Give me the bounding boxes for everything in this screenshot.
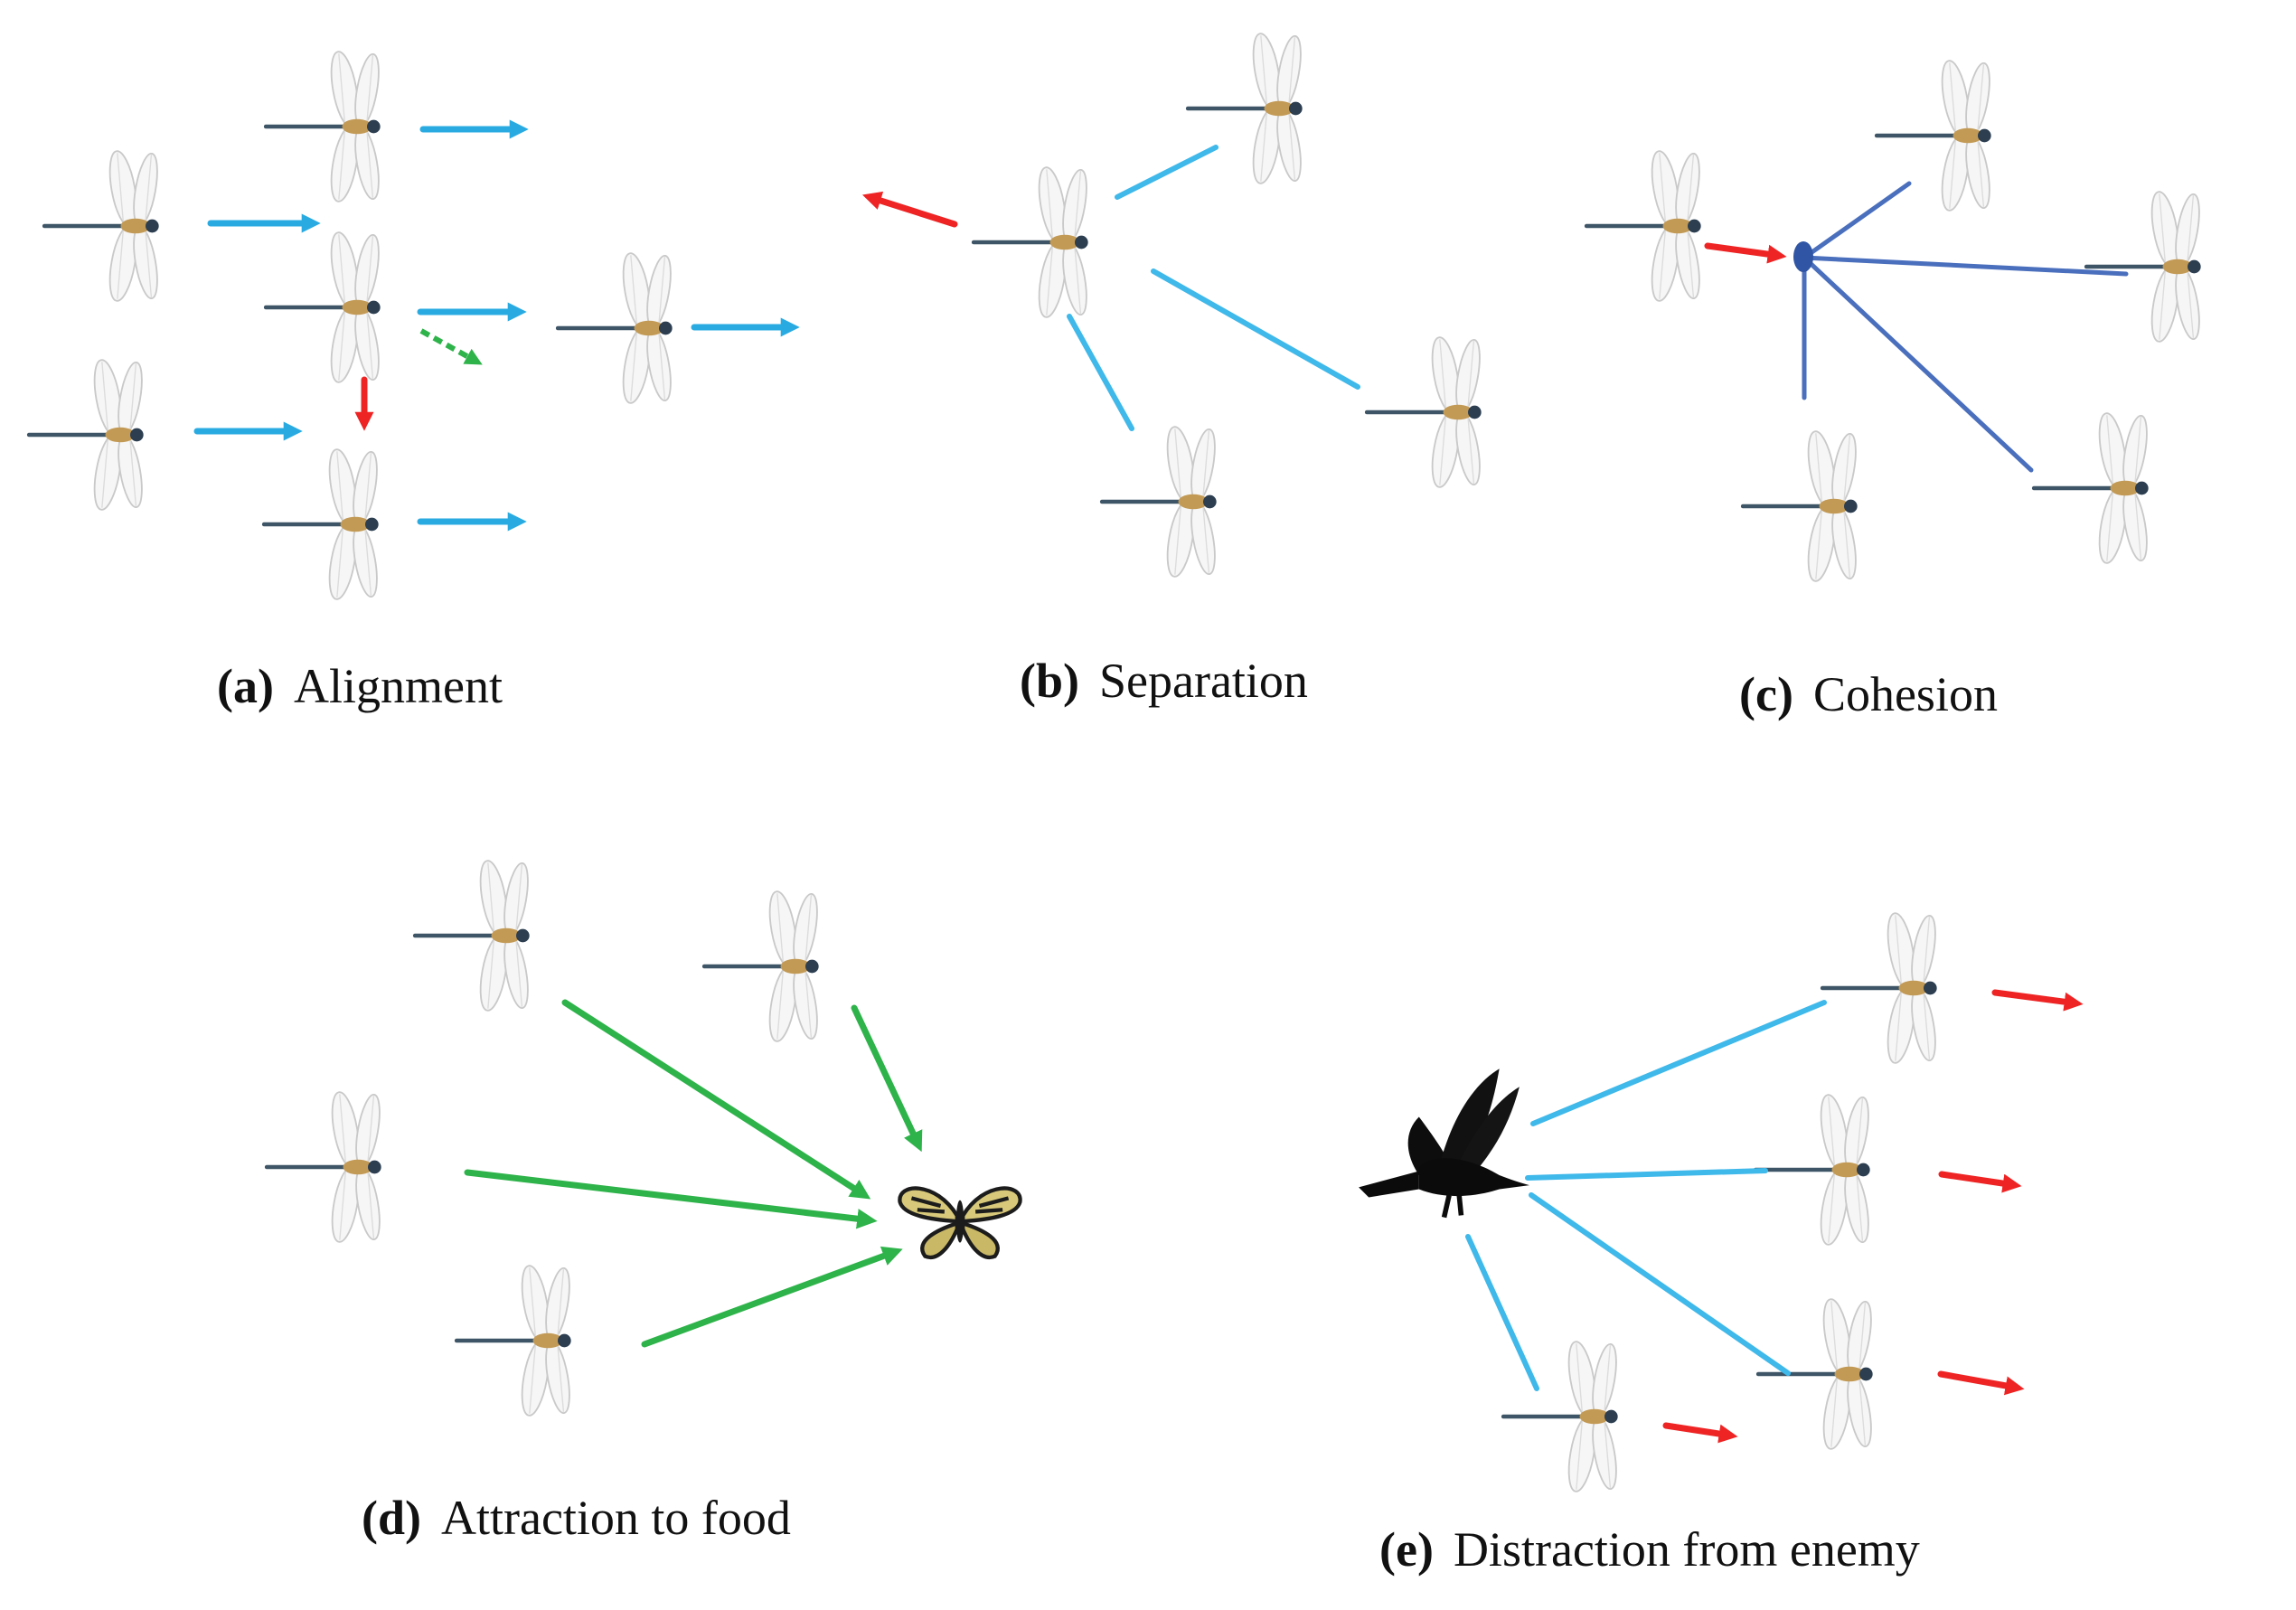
dragonfly-icon <box>29 358 146 512</box>
dragonfly-icon <box>1188 32 1305 185</box>
dragonfly-icon <box>1822 911 1940 1065</box>
cohesion-line <box>1802 255 2034 473</box>
dragonfly-icon <box>2086 190 2204 344</box>
separation-arrow <box>861 191 958 228</box>
neighbor-line <box>1465 1234 1539 1391</box>
dragonfly-icon <box>1877 59 1994 212</box>
panel-d-caption: (d) Attraction to food <box>362 1490 791 1546</box>
center-of-mass-marker <box>1793 241 1813 272</box>
neighbor-line <box>1115 145 1219 200</box>
neighbor-line <box>1067 314 1134 431</box>
panel-c-title: Cohesion <box>1812 667 1998 721</box>
dragonfly-icon <box>415 859 532 1012</box>
dragonfly-icon <box>974 165 1091 319</box>
crow-icon <box>1359 1069 1529 1217</box>
panel-c-caption: (c) Cohesion <box>1739 666 1998 722</box>
panel-d-title: Attraction to food <box>441 1491 791 1545</box>
panel-c-letter: (c) <box>1739 667 1793 721</box>
neighbor-line <box>1529 1192 1791 1376</box>
dragonfly-icon <box>1743 429 1860 583</box>
escape-arrow <box>1937 1370 2025 1396</box>
panel-d-letter: (d) <box>362 1491 421 1545</box>
panel-e-letter: (e) <box>1379 1522 1434 1577</box>
dragonfly-icon <box>456 1264 574 1417</box>
dragonfly-icon <box>44 149 162 303</box>
dragonfly-icon <box>558 251 675 405</box>
butterfly-icon <box>899 1188 1020 1257</box>
dragonfly-icon <box>2034 411 2151 565</box>
panel-a-title: Alignment <box>293 659 503 713</box>
dragonfly-icon <box>264 447 381 601</box>
dragonfly-icon <box>1367 335 1484 489</box>
dragonfly-icon <box>704 890 822 1043</box>
dragonfly-icon <box>266 231 383 384</box>
dragonfly-icon <box>1758 1297 1876 1451</box>
neighbor-line <box>1530 1000 1827 1126</box>
panel-b-caption: (b) Separation <box>1020 653 1308 709</box>
cohesion-line <box>1802 181 1912 260</box>
cohesion-line <box>1802 255 2129 277</box>
food-arrow <box>851 1004 923 1153</box>
panel-b-letter: (b) <box>1020 654 1079 708</box>
panel-e-title: Distraction from enemy <box>1453 1522 1920 1577</box>
dragonfly-icon <box>1102 425 1219 579</box>
dragonfly-icon <box>266 50 383 203</box>
food-arrow <box>561 999 871 1200</box>
neighbor-line <box>1151 268 1360 390</box>
food-arrow <box>641 1246 903 1348</box>
steering-arrow <box>419 328 483 365</box>
neighbor-line <box>1525 1168 1768 1181</box>
cohesion-arrow <box>1704 242 1787 264</box>
escape-arrow <box>1938 1171 2022 1193</box>
food-arrow <box>464 1169 878 1229</box>
dragonfly-icon <box>1586 149 1704 303</box>
panel-b-title: Separation <box>1099 654 1308 708</box>
panel-a-letter: (a) <box>217 659 274 713</box>
dragonfly-icon <box>1755 1093 1873 1247</box>
escape-arrow <box>1991 989 2084 1012</box>
panel-a-caption: (a) Alignment <box>217 658 503 714</box>
dragonfly-icon <box>1503 1340 1621 1493</box>
escape-arrow <box>1662 1422 1738 1444</box>
dragonfly-icon <box>267 1090 384 1244</box>
panel-e-caption: (e) Distraction from enemy <box>1379 1521 1920 1577</box>
